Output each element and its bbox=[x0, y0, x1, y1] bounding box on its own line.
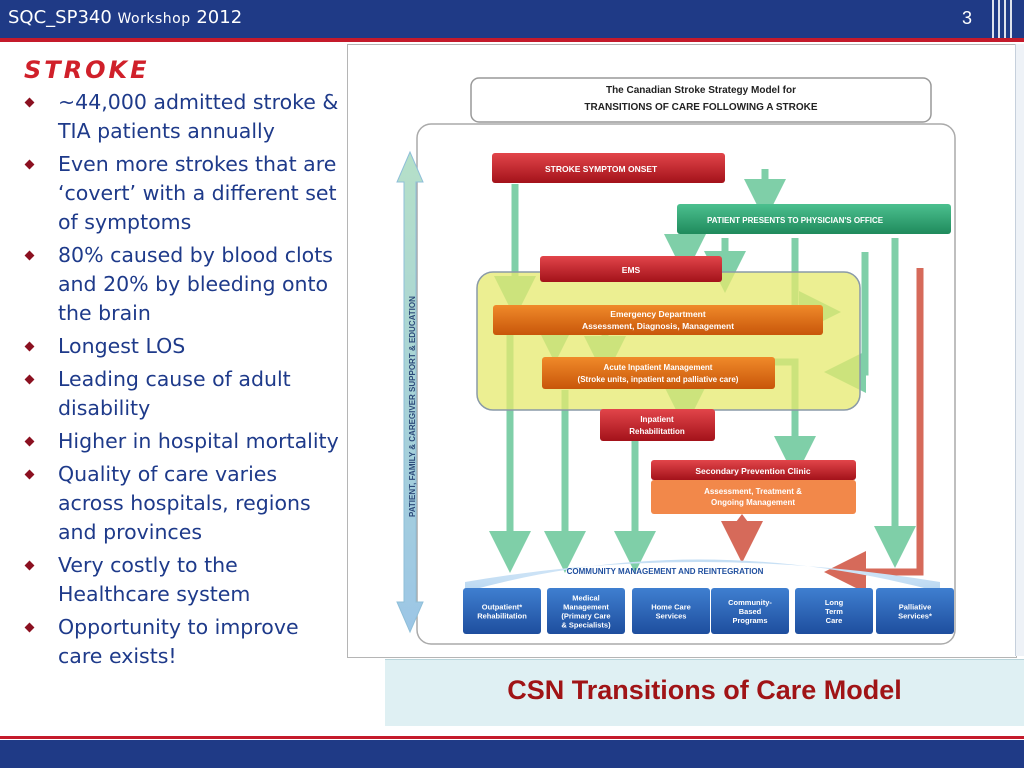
flow-arrow bbox=[824, 268, 924, 593]
service-label: Services* bbox=[898, 612, 932, 621]
bullet-item: 80% caused by blood clots and 20% by ble… bbox=[22, 241, 348, 328]
diagram-title-box bbox=[470, 77, 932, 123]
bullet-item: Opportunity to improve care exists! bbox=[22, 613, 348, 671]
diagram-title-line2: TRANSITIONS OF CARE FOLLOWING A STROKE bbox=[584, 102, 817, 113]
diamond-bullet-icon bbox=[24, 341, 35, 352]
box-secondary-prevention-detail bbox=[651, 480, 856, 514]
bullet-text: Longest LOS bbox=[58, 334, 186, 358]
service-label: Term bbox=[825, 607, 843, 616]
frame-edge bbox=[1015, 44, 1024, 656]
box-label: Assessment, Treatment & bbox=[704, 487, 802, 496]
service-label: Palliative bbox=[899, 603, 932, 612]
side-support-label: PATIENT, FAMILY & CAREGIVER SUPPORT & ED… bbox=[408, 296, 417, 517]
service-box bbox=[711, 588, 789, 634]
box-inpatient-rehabilitation bbox=[600, 409, 715, 441]
diamond-bullet-icon bbox=[24, 97, 35, 108]
footer-bar bbox=[0, 740, 1024, 768]
bullet-text: 80% caused by blood clots and 20% by ble… bbox=[58, 243, 333, 325]
service-box bbox=[795, 588, 873, 634]
community-label: COMMUNITY MANAGEMENT AND REINTEGRATION bbox=[567, 567, 764, 576]
bullet-text: Very costly to the Healthcare system bbox=[58, 553, 251, 606]
header-rule bbox=[0, 38, 1024, 42]
box-label: PATIENT PRESENTS TO PHYSICIAN'S OFFICE bbox=[707, 216, 884, 225]
diamond-bullet-icon bbox=[24, 374, 35, 385]
box-label: EMS bbox=[622, 265, 641, 275]
service-label: Home Care bbox=[651, 603, 691, 612]
diamond-bullet-icon bbox=[24, 469, 35, 480]
bullet-item: Very costly to the Healthcare system bbox=[22, 551, 348, 609]
presentation-title: SQC_SP340 Workshop 2012 bbox=[8, 7, 243, 28]
diamond-bullet-icon bbox=[24, 622, 35, 633]
decorative-stripe bbox=[1004, 0, 1006, 38]
flow-arrow-head bbox=[733, 514, 751, 526]
transitions-of-care-diagram: The Canadian Stroke Strategy Model for T… bbox=[396, 77, 956, 645]
bullet-item: Longest LOS bbox=[22, 332, 348, 361]
diagram-title-line1: The Canadian Stroke Strategy Model for bbox=[606, 85, 796, 96]
service-label: Medical bbox=[572, 594, 600, 603]
diamond-bullet-icon bbox=[24, 436, 35, 447]
box-label: Ongoing Management bbox=[711, 498, 795, 507]
service-box bbox=[876, 588, 954, 634]
community-arc bbox=[465, 559, 940, 592]
service-label: Management bbox=[563, 603, 609, 612]
diamond-bullet-icon bbox=[24, 250, 35, 261]
box-ems bbox=[540, 256, 722, 282]
service-box bbox=[632, 588, 710, 634]
box-label: STROKE SYMPTOM ONSET bbox=[545, 164, 658, 174]
service-label: Long bbox=[825, 598, 844, 607]
stroke-facts-panel: STROKE ~44,000 admitted stroke & TIA pat… bbox=[22, 56, 348, 675]
service-box bbox=[463, 588, 541, 634]
service-label: Outpatient* bbox=[482, 603, 522, 612]
caption-banner: CSN Transitions of Care Model bbox=[385, 659, 1024, 726]
service-label: Care bbox=[826, 616, 843, 625]
box-emergency-department bbox=[493, 305, 823, 335]
title-bar: SQC_SP340 Workshop 2012 3 bbox=[0, 0, 1024, 38]
diamond-bullet-icon bbox=[24, 159, 35, 170]
box-label: (Stroke units, inpatient and palliative … bbox=[578, 375, 739, 384]
page-number: 3 bbox=[962, 8, 973, 28]
bullet-text: Higher in hospital mortality bbox=[58, 429, 339, 453]
bullet-item: Quality of care varies across hospitals,… bbox=[22, 460, 348, 547]
bullet-text: Even more strokes that are ‘covert’ with… bbox=[58, 152, 337, 234]
box-label: Rehabilitattion bbox=[629, 427, 685, 436]
box-label: Secondary Prevention Clinic bbox=[695, 466, 811, 476]
box-physician-office bbox=[677, 204, 951, 234]
box-stroke-onset bbox=[492, 153, 725, 183]
box-acute-inpatient bbox=[542, 357, 775, 389]
bullet-text: Leading cause of adult disability bbox=[58, 367, 291, 420]
decorative-stripe bbox=[992, 0, 994, 38]
bullet-item: ~44,000 admitted stroke & TIA patients a… bbox=[22, 88, 348, 146]
service-label: Services bbox=[656, 612, 687, 621]
service-box bbox=[547, 588, 625, 634]
service-label: Based bbox=[739, 607, 762, 616]
box-label: Inpatient bbox=[640, 415, 674, 424]
bullet-item: Leading cause of adult disability bbox=[22, 365, 348, 423]
decorative-stripe bbox=[1010, 0, 1012, 38]
bullet-text: Opportunity to improve care exists! bbox=[58, 615, 299, 668]
bullet-item: Even more strokes that are ‘covert’ with… bbox=[22, 150, 348, 237]
service-label: & Specialists) bbox=[561, 621, 611, 630]
diagram-caption: CSN Transitions of Care Model bbox=[507, 675, 902, 705]
service-label: (Primary Care bbox=[561, 612, 610, 621]
box-label: Emergency Department bbox=[610, 309, 706, 319]
box-label: Assessment, Diagnosis, Management bbox=[582, 321, 734, 331]
bullet-text: ~44,000 admitted stroke & TIA patients a… bbox=[58, 90, 339, 143]
service-label: Programs bbox=[732, 616, 767, 625]
box-secondary-prevention bbox=[651, 460, 856, 480]
bullet-list: ~44,000 admitted stroke & TIA patients a… bbox=[22, 88, 348, 671]
section-heading: STROKE bbox=[24, 56, 150, 84]
diamond-bullet-icon bbox=[24, 560, 35, 571]
highlight-region bbox=[476, 271, 861, 411]
decorative-stripe bbox=[998, 0, 1000, 38]
service-label: Rehabilitation bbox=[477, 612, 527, 621]
bullet-item: Higher in hospital mortality bbox=[22, 427, 348, 456]
side-support-arrow bbox=[396, 150, 424, 634]
bullet-text: Quality of care varies across hospitals,… bbox=[58, 462, 311, 544]
box-label: Acute Inpatient Management bbox=[604, 363, 713, 372]
footer-rule bbox=[0, 736, 1024, 739]
service-label: Community- bbox=[728, 598, 772, 607]
diagram-outer-frame bbox=[416, 123, 956, 645]
